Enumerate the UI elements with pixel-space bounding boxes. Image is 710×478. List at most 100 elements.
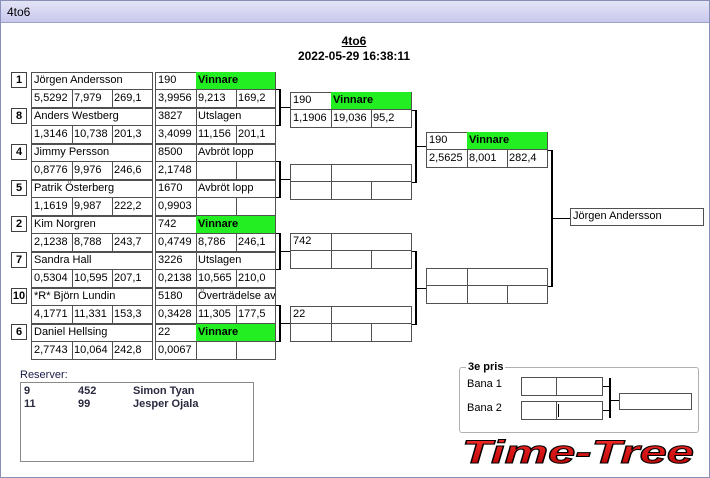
seed-number: 4 [11,144,27,160]
result-status: Utslagen [198,110,242,122]
run-time: 3,4099 [158,128,192,140]
run-time: 0,4749 [158,236,192,248]
driver-box[interactable] [31,288,153,324]
reserve-car: 99 [78,398,91,410]
driver-name: Kim Norgren [34,218,96,230]
driver-name: *R* Björn Lundin [34,290,116,302]
car-number: 22 [158,326,171,338]
reaction-time: 8,788 [74,236,102,248]
reaction-time: 153,3 [114,308,142,320]
title-bar[interactable]: 4to6 [1,1,709,23]
run-time [331,182,371,199]
car-number: 22 [293,308,306,320]
run-time: 2,5625 [429,152,463,164]
driver-box[interactable] [31,72,153,108]
seed-number: 10 [11,288,27,304]
seed-number: 6 [11,324,27,340]
seed-number: 7 [11,252,27,268]
run-time [291,324,331,341]
run-time: 3,9956 [158,92,192,104]
reaction-time: 0,8776 [34,164,68,176]
run-time: 246,1 [238,236,266,248]
third-prize-label: 3e pris [466,361,506,373]
heat-result-box[interactable] [155,108,276,144]
text-cursor [558,404,559,417]
run-time [196,162,236,179]
lane1-field[interactable] [521,377,603,396]
reaction-time: 207,1 [114,272,142,284]
third-prize-winner-field[interactable] [619,393,692,410]
run-time [236,162,276,179]
heat-result-box[interactable] [290,306,412,342]
driver-box[interactable] [31,180,153,216]
car-number: 742 [293,235,312,247]
car-number: 5180 [158,290,183,302]
driver-name: Daniel Hellsing [34,326,108,338]
lane2-field[interactable] [521,401,603,420]
reaction-time: 246,6 [114,164,142,176]
reserves-list[interactable]: 9 452 Simon Tyan 11 99 Jesper Ojala [20,382,254,462]
run-time: 0,2138 [158,272,192,284]
reaction-time: 1,1619 [34,200,68,212]
logo-text: Time-Tree [462,434,694,470]
run-time: 0,0067 [158,344,192,356]
car-number: 190 [429,134,448,146]
run-time [427,286,467,303]
run-time: 19,036 [333,112,367,124]
heat-result-box[interactable] [155,252,276,288]
seed-number: 2 [11,216,27,232]
driver-box[interactable] [31,108,153,144]
driver-box[interactable] [31,252,153,288]
driver-box[interactable] [31,144,153,180]
reserve-num: 9 [24,385,31,397]
result-status: Utslagen [198,254,242,266]
reaction-time: 2,7743 [34,344,68,356]
driver-box[interactable] [31,216,153,252]
heat-result-box[interactable] [155,180,276,216]
champion-field[interactable] [570,208,704,226]
run-time [371,324,411,341]
run-time: 11,305 [198,308,231,320]
page-datetime: 2022-05-29 16:38:11 [297,49,411,63]
run-time: 11,156 [198,128,231,140]
heat-result-box[interactable] [290,164,412,200]
reserves-label: Reserver: [20,369,70,381]
reaction-time: 2,1238 [34,236,68,248]
third-prize-group [459,367,699,433]
result-status [331,164,411,181]
run-time: 0,3428 [158,308,192,320]
lane2-label: Bana 2 [467,402,502,414]
reaction-time: 5,5292 [34,92,68,104]
driver-name: Jimmy Persson [34,146,110,158]
seed-number: 1 [11,72,27,88]
driver-box[interactable] [31,324,153,360]
reaction-time: 269,1 [114,92,142,104]
run-time: 95,2 [373,112,395,124]
reaction-time: 242,8 [114,344,142,356]
driver-name: Sandra Hall [34,254,92,266]
run-time: 169,2 [238,92,266,104]
reaction-time: 0,5304 [34,272,68,284]
reaction-time: 1,3146 [34,128,68,140]
heat-result-box[interactable] [155,144,276,180]
result-status [331,306,411,323]
window-title: 4to6 [7,5,31,19]
run-time: 210,0 [238,272,266,284]
run-time: 0,9903 [158,200,192,212]
seed-number: 8 [11,108,27,124]
heat-result-box[interactable] [290,233,412,269]
car-number [291,164,330,181]
driver-name: Patrik Österberg [34,182,115,194]
run-time: 8,001 [469,152,497,164]
heat-result-box[interactable] [155,288,276,324]
heat-result-box[interactable] [426,268,548,304]
run-time: 201,1 [238,128,266,140]
run-time [371,182,411,199]
driver-name: Anders Westberg [34,110,119,122]
run-time: 2,1748 [158,164,192,176]
run-time [371,251,411,268]
winner-badge: Vinnare [196,324,275,341]
reaction-time: 201,3 [114,128,142,140]
car-number: 190 [293,94,312,106]
champion-name: Jörgen Andersson [573,210,662,222]
